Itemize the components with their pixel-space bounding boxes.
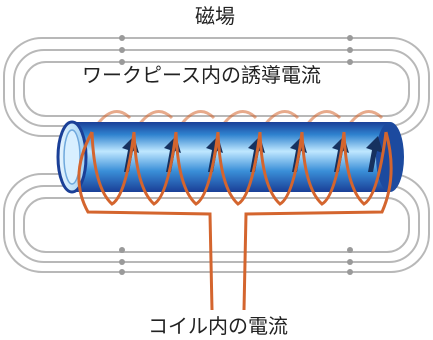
field-line-markers <box>119 35 353 275</box>
magnetic-field-label: 磁場 <box>195 4 235 28</box>
coil-current-label: コイル内の電流 <box>148 314 288 338</box>
induced-current-label: ワークピース内の誘導電流 <box>82 63 321 87</box>
arrow-up-right-icon <box>366 136 383 172</box>
coil-leads <box>77 131 393 311</box>
magnetic-field-lines-bottom <box>3 173 430 273</box>
coil-front-turns <box>90 131 388 206</box>
magnetic-field-lines-top <box>3 37 430 137</box>
